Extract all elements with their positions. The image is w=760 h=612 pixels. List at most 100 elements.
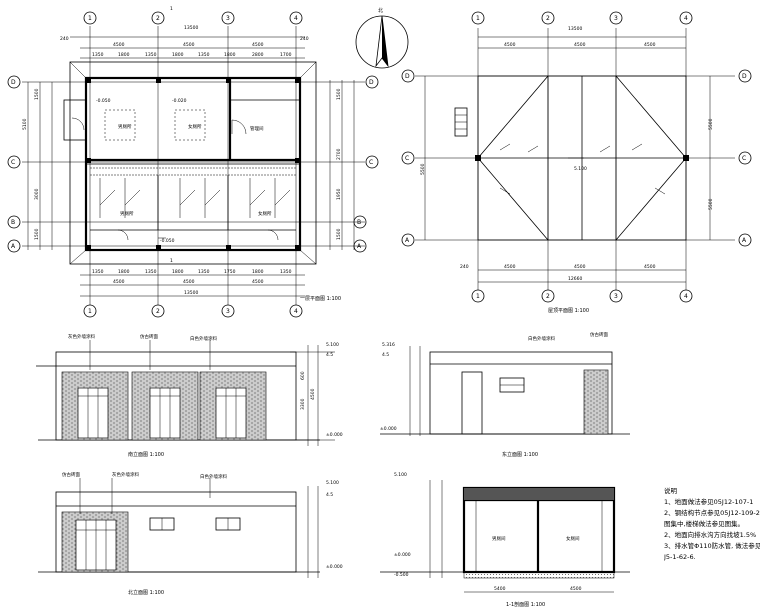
material-tag: 仿古砖面 (140, 333, 158, 340)
dim-seg: 4500 (570, 586, 582, 592)
axis-label: 2 (156, 308, 160, 315)
dim-total: 12660 (568, 276, 582, 282)
axis-label: D (369, 79, 374, 86)
notes-title: 说明 (664, 487, 677, 495)
dim-bay: 4500 (644, 264, 656, 270)
axis-label: 4 (684, 15, 688, 22)
dim-bay: 4500 (113, 279, 125, 285)
level-label: ±0.000 (394, 552, 411, 558)
note-line: 1、地面做法参见05J12-107-1 (664, 498, 754, 506)
dim-seg: 1350 (145, 52, 157, 58)
north-elevation: 5.100 4.5 ±0.000 仿古砖面 灰色外墙涂料 白色外墙涂料 北立面图… (38, 471, 343, 596)
axis-label: 2 (546, 293, 550, 300)
drawing-title-north: 北立面图 1:100 (128, 589, 164, 596)
dim-seg: 5400 (494, 586, 506, 592)
axis-label: C (405, 155, 409, 162)
dim-side: 240 (300, 36, 309, 42)
dim-left: 3000 (34, 188, 40, 200)
roof-level: 5.100 (574, 166, 587, 172)
material-tag: 白色外墙涂料 (200, 473, 227, 480)
axis-label: 4 (294, 308, 298, 315)
dim-total: 13500 (184, 25, 198, 31)
dim-seg: 1800 (118, 52, 130, 58)
dim-seg: 1800 (172, 52, 184, 58)
dim-left: 5100 (22, 118, 28, 130)
level-label: ±0.000 (326, 432, 343, 438)
dim-bay: 4500 (644, 42, 656, 48)
room-label: 女厕间 (566, 535, 580, 542)
level-label: 4.5 (326, 492, 333, 498)
axis-label: 3 (614, 293, 618, 300)
material-tag: 仿古砖面 (62, 471, 80, 478)
material-tag: 白色外墙涂料 (528, 335, 555, 342)
material-tag: 仿古砖面 (590, 331, 608, 338)
dim-seg: 1800 (172, 269, 184, 275)
drawing-title-south: 南立面图 1:100 (128, 451, 164, 458)
design-notes: 说明 1、地面做法参见05J12-107-1 2、钢结构节点参见05J12-10… (664, 486, 760, 563)
axis-label: 1 (476, 293, 480, 300)
level-label: 5.100 (326, 342, 339, 348)
drawing-title-section: 1-1剖面图 1:100 (506, 601, 545, 608)
level-label: -0.050 (160, 238, 175, 244)
axis-label: 4 (294, 15, 298, 22)
dim-total: 13500 (184, 290, 198, 296)
dim-right: 1500 (336, 88, 342, 100)
east-elevation: 5.316 4.5 ±0.000 仿古砖面 白色外墙涂料 东立面图 1:100 (380, 331, 630, 458)
level-label: 5.100 (326, 480, 339, 486)
section-mark: 1 (170, 6, 173, 12)
dim-seg: 1800 (118, 269, 130, 275)
level-label: 5.316 (382, 342, 395, 348)
axis-label: 4 (684, 293, 688, 300)
dim-right: 4500 (310, 388, 316, 400)
note-line: 2、地面向排水沟方向找坡1.5% (664, 531, 757, 539)
dim-seg: 1700 (280, 52, 292, 58)
axis-label: A (405, 237, 410, 244)
axis-label: A (11, 243, 16, 250)
dim-seg: 1350 (92, 269, 104, 275)
axis-label: 3 (226, 308, 230, 315)
dim-right: 1500 (336, 228, 342, 240)
axis-label: B (11, 219, 15, 226)
dim-bay: 4500 (113, 42, 125, 48)
axis-label: 2 (546, 15, 550, 22)
dim-seg: 1800 (252, 269, 264, 275)
dim-left: 1500 (34, 88, 40, 100)
level-label: ±0.000 (380, 426, 397, 432)
axis-label: 3 (614, 15, 618, 22)
dim-right: 1950 (336, 188, 342, 200)
axis-label: 3 (226, 15, 230, 22)
dim-seg: 1800 (224, 52, 236, 58)
north-label: 北 (378, 7, 383, 14)
dim-right: 2700 (336, 148, 342, 160)
material-tag: 白色外墙涂料 (190, 335, 217, 342)
level-label: 4.5 (326, 352, 333, 358)
level-label: -0.050 (96, 98, 111, 104)
material-tag: 灰色外墙涂料 (68, 333, 95, 340)
south-elevation: 5.100 4.5 ±0.000 600 3300 4500 灰色外墙涂料 仿古… (36, 333, 343, 458)
room-label: 男厕所 (120, 210, 134, 217)
dim-bay: 4500 (504, 264, 516, 270)
level-label: -0.500 (394, 572, 409, 578)
section-1-1: 5.100 ±0.000 -0.500 男厕间 女厕间 5400 4500 1-… (380, 472, 630, 608)
note-line: J5-1-62-6. (664, 553, 696, 561)
room-label: 管理间 (250, 125, 264, 132)
room-label: 女厕所 (258, 210, 272, 217)
axis-label: 1 (476, 15, 480, 22)
dim-seg: 1350 (198, 269, 210, 275)
dim-right: 3300 (300, 398, 306, 410)
dim-total: 13500 (568, 26, 582, 32)
north-arrow: 北 (355, 7, 409, 69)
axis-label: 1 (88, 15, 92, 22)
dim-bay: 4500 (183, 42, 195, 48)
dim-seg: 1350 (92, 52, 104, 58)
roof-plan: 5.100 13500 4500 4500 4500 4500 4500 450… (401, 11, 752, 314)
room-label: 男厕间 (492, 535, 506, 542)
dim-seg: 1350 (280, 269, 292, 275)
axis-label: C (369, 159, 373, 166)
axis-label: A (742, 237, 747, 244)
note-line: 3、排水管Φ110防水管, 做法参见 (664, 542, 760, 550)
material-tag: 灰色外墙涂料 (112, 471, 139, 478)
axis-label: C (11, 159, 15, 166)
section-mark: 1 (170, 258, 173, 264)
level-label: 5.100 (394, 472, 407, 478)
